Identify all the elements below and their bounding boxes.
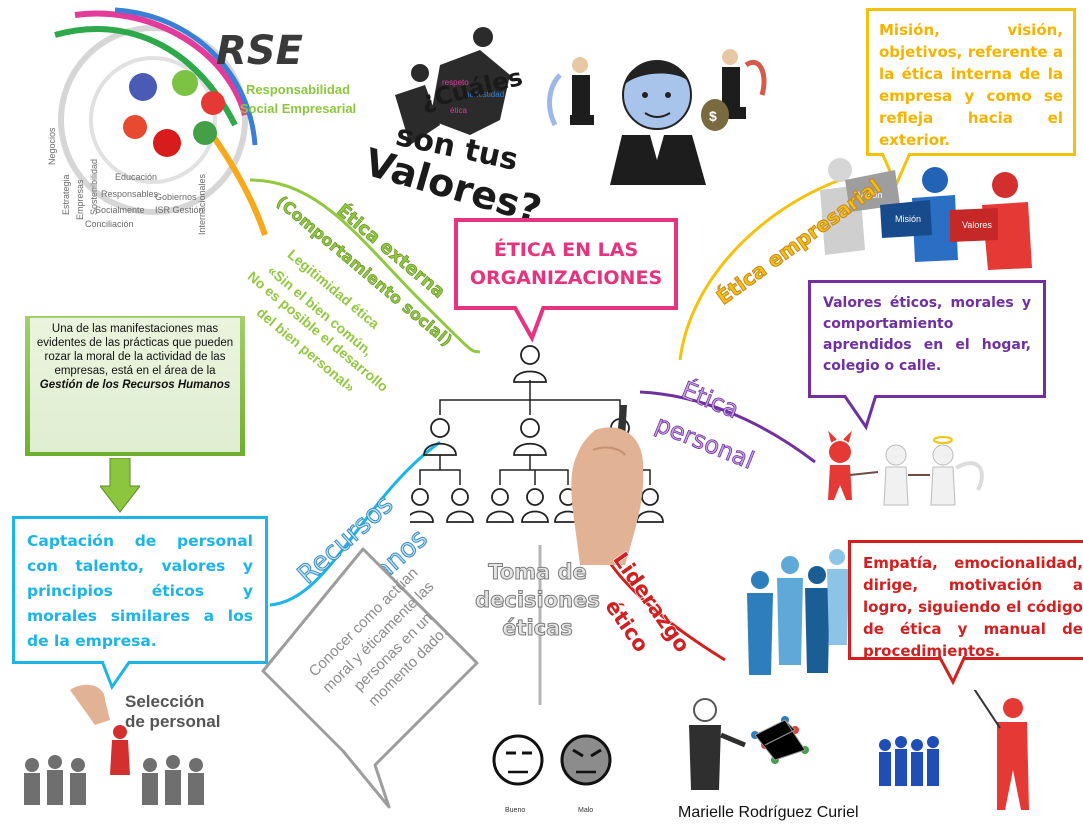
rse-title: RSE	[216, 28, 303, 74]
liderazgo-callout-text: Empatía, emocionalidad, dirige, motivaci…	[863, 554, 1083, 660]
svg-text:Conciliación: Conciliación	[85, 219, 134, 229]
down-arrow-icon	[100, 458, 140, 513]
svg-text:Responsables: Responsables	[101, 189, 159, 199]
seleccion-personal-line2: de personal	[125, 712, 221, 731]
liderazgo-callout-tail	[937, 656, 967, 686]
svg-text:ISR Gestión: ISR Gestión	[155, 205, 204, 215]
seleccion-personal-line1: Selección	[125, 692, 205, 711]
svg-text:honestidad: honestidad	[465, 90, 504, 99]
svg-text:ética: ética	[450, 106, 467, 115]
central-topic-title: ÉTICA EN LAS ORGANIZACIONES	[469, 239, 663, 289]
etica-personal-callout-text: Valores éticos, morales y comportamiento…	[823, 295, 1031, 374]
svg-text:Negocios: Negocios	[47, 127, 57, 165]
svg-text:Misión: Misión	[895, 214, 921, 224]
decisiones-label: Toma de decisiones éticas	[470, 558, 605, 642]
rse-subtitle: Responsabilidad Social Empresarial	[239, 82, 357, 116]
rse-spiral-graphic: Negocios Estrategia Empresas Sostenibili…	[47, 7, 268, 236]
puzzle-people-illustration: Visión Misión Valores	[820, 158, 1032, 270]
svg-text:Sostenibilidad: Sostenibilidad	[89, 159, 99, 215]
decisiones-label-line2: decisiones	[475, 588, 601, 613]
decisiones-label-line1: Toma de	[488, 560, 588, 585]
svg-text:Valores: Valores	[962, 220, 992, 230]
svg-text:respeto: respeto	[442, 78, 469, 87]
central-topic: ÉTICA EN LAS ORGANIZACIONES	[454, 218, 678, 310]
recursos-humanos-callout: Captación de personal con talento, valor…	[12, 516, 268, 664]
bueno-malo-faces	[492, 734, 612, 786]
recursos-humanos-callout-text: Captación de personal con talento, valor…	[27, 532, 253, 650]
recursos-humanos-callout-tail	[100, 661, 132, 691]
author-name: Marielle Rodríguez Curiel	[678, 804, 859, 821]
rrhh-note-inner: Una de las manifestaciones mas evidentes…	[30, 318, 240, 452]
devil-angel-tug-illustration	[828, 430, 984, 506]
svg-text:Gobiernos: Gobiernos	[155, 192, 197, 202]
svg-text:$: $	[709, 108, 717, 124]
valores-word-figure: respeto ética honestidad	[395, 27, 510, 145]
svg-text:Educación: Educación	[115, 172, 157, 182]
angel-devil-businessman-illustration: $	[547, 49, 767, 185]
svg-text:Internacionales: Internacionales	[197, 173, 207, 235]
org-chart-illustration	[410, 345, 664, 523]
rrhh-note-emphasis: Gestión de los Recursos Humanos	[39, 379, 231, 391]
svg-text:Socialmente: Socialmente	[95, 205, 145, 215]
etica-personal-callout: Valores éticos, morales y comportamiento…	[808, 280, 1046, 398]
team-silhouettes-illustration	[747, 549, 849, 675]
central-topic-tail	[512, 306, 546, 343]
etica-personal-callout-tail	[842, 395, 878, 431]
bueno-label: Bueno	[505, 807, 526, 814]
decisiones-label-line3: éticas	[502, 616, 574, 641]
svg-text:Visión: Visión	[858, 190, 882, 200]
liderazgo-callout: Empatía, emocionalidad, dirige, motivaci…	[848, 540, 1083, 660]
rrhh-note-text: Una de las manifestaciones mas evidentes…	[36, 323, 234, 377]
seleccion-personal-illustration	[24, 684, 204, 805]
svg-text:Estrategia: Estrategia	[61, 174, 71, 215]
decisiones-callout-shape	[261, 547, 479, 809]
svg-text:Empresas: Empresas	[75, 179, 85, 220]
malo-label: Malo	[578, 807, 594, 814]
drawing-hand-illustration	[571, 405, 644, 565]
leader-network-illustration	[689, 690, 1029, 810]
etica-empresarial-callout-text: Misión, visión, objetivos, referente a l…	[879, 21, 1063, 149]
etica-empresarial-callout: Misión, visión, objetivos, referente a l…	[866, 8, 1076, 156]
